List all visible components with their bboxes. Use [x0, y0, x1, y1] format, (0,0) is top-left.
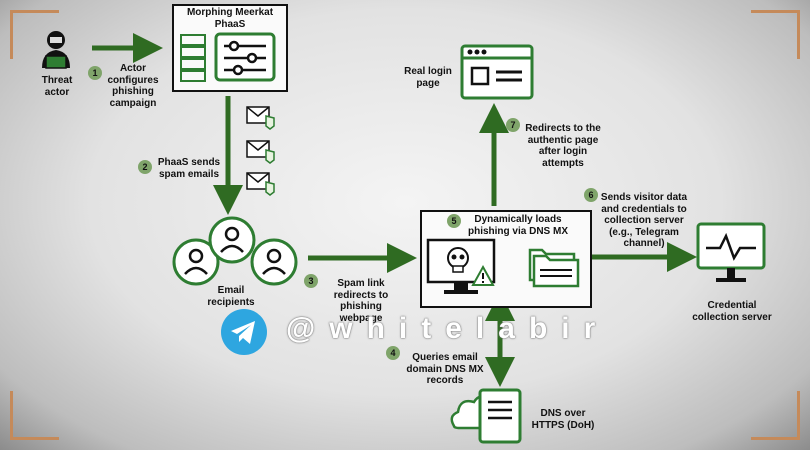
doh-label: DNS over HTTPS (DoH)	[531, 408, 595, 431]
browser-window-icon	[460, 44, 534, 100]
credential-server-label: Credential collection server	[692, 300, 772, 323]
step-5-text: Dynamically loads phishing via DNS MX	[467, 214, 568, 237]
server-rack-icon	[180, 34, 206, 82]
real-login-page-label: Real login page	[404, 66, 452, 89]
email-recipients-label: Email recipients	[207, 285, 255, 308]
step-7-text: Redirects to the authentic page after lo…	[525, 123, 601, 169]
corner-frame-bottom-left	[10, 391, 59, 440]
step-3-text: Spam link redirects to phishing webpage	[333, 278, 389, 324]
step-5-badge: 5	[447, 214, 461, 228]
corner-frame-top-left	[10, 10, 59, 59]
step-1-text: Actor configures phishing campaign	[107, 63, 159, 109]
telegram-icon	[221, 309, 267, 355]
corner-frame-bottom-right	[751, 391, 800, 440]
user-icon	[172, 216, 298, 286]
email-bug-icon	[246, 106, 275, 130]
email-bug-icon-3	[246, 172, 275, 196]
threat-actor-label: Threat actor	[41, 75, 73, 98]
watermark-text: @whitelabir	[286, 312, 610, 345]
corner-frame-top-right	[751, 10, 800, 59]
sliders-icon	[214, 32, 276, 82]
step-4-text: Queries email domain DNS MX records	[406, 352, 484, 386]
step-2-text: PhaaS sends spam emails	[157, 157, 221, 180]
hacker-icon	[42, 31, 70, 69]
step-7-badge: 7	[506, 118, 520, 132]
monitor-skull-icon	[426, 238, 496, 294]
warning-icon	[471, 264, 495, 286]
monitor-pulse-icon	[696, 222, 766, 282]
folder-icon	[528, 248, 580, 288]
step-3-badge: 3	[304, 274, 318, 288]
step-2-badge: 2	[138, 160, 152, 174]
step-4-badge: 4	[386, 346, 400, 360]
cloud-server-icon	[450, 388, 522, 444]
step-1-badge: 1	[88, 66, 102, 80]
email-bug-icon-2	[246, 140, 275, 164]
phaas-label: Morphing Meerkat PhaaS	[186, 7, 274, 30]
step-6-badge: 6	[584, 188, 598, 202]
step-6-text: Sends visitor data and credentials to co…	[600, 192, 688, 249]
